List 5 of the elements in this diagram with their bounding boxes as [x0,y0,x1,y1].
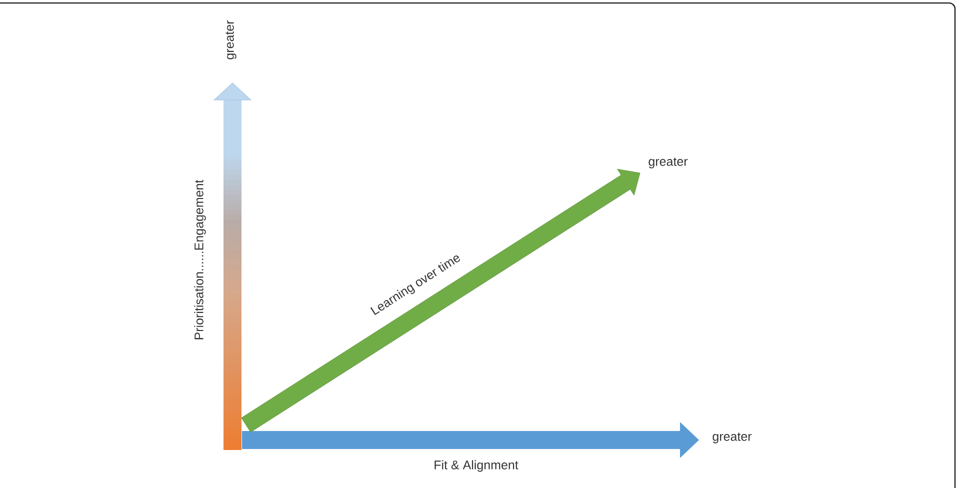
axis-title: Fit & Alignment [434,460,518,472]
axis-end-label: greater [648,158,688,168]
axis-end-label: greater [712,432,752,444]
axis-end-label: greater [226,20,236,60]
axis-title: Prioritisation......Engagement [194,180,206,340]
